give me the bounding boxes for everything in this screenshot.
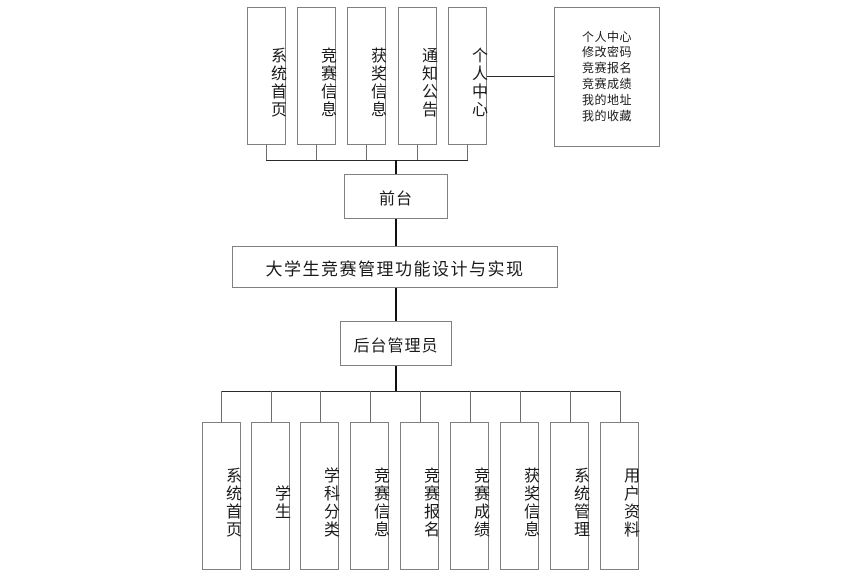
backend-leaf-box-2[interactable]: 学生 — [251, 422, 291, 570]
connector-stub-backend-1 — [221, 391, 222, 422]
backend-leaf-box-3[interactable]: 学科分类 — [300, 422, 340, 570]
backend-leaf-label-6: 竞赛成绩 — [471, 467, 490, 539]
backend-leaf-label-1: 系统首页 — [223, 467, 242, 539]
connector-stub-backend-8 — [570, 391, 571, 422]
connector-stub-backend-3 — [320, 391, 321, 422]
connector-stub-backend-6 — [470, 391, 471, 422]
connector-stub-frontend-5 — [467, 145, 468, 160]
frontend-leaf-label-1: 系统首页 — [268, 47, 287, 119]
backend-leaf-label-2: 学生 — [272, 485, 291, 521]
frontend-node-box[interactable]: 前台 — [344, 174, 448, 219]
frontend-leaf-box-3[interactable]: 获奖信息 — [347, 7, 387, 145]
detail-line-5: 我的地址 — [581, 92, 632, 107]
frontend-leaf-box-4[interactable]: 通知公告 — [398, 7, 438, 145]
frontend-leaf-box-2[interactable]: 竞赛信息 — [297, 7, 337, 145]
connector-root-to-backend — [395, 288, 397, 321]
connector-frontend-to-root — [395, 219, 397, 246]
backend-leaf-label-5: 竞赛报名 — [421, 467, 440, 539]
root-title-label: 大学生竞赛管理功能设计与实现 — [265, 259, 525, 280]
connector-bus-frontend-to-node — [395, 160, 397, 175]
connector-stub-backend-7 — [520, 391, 521, 422]
detail-line-6: 我的收藏 — [581, 108, 632, 123]
backend-leaf-box-7[interactable]: 获奖信息 — [500, 422, 540, 570]
backend-leaf-label-8: 系统管理 — [571, 467, 590, 539]
detail-line-3: 竞赛报名 — [581, 61, 632, 76]
connector-bus-frontend — [266, 160, 468, 161]
connector-personal-center-to-detail — [487, 76, 554, 77]
root-title-box[interactable]: 大学生竞赛管理功能设计与实现 — [232, 246, 558, 288]
backend-leaf-label-9: 用户资料 — [621, 467, 640, 539]
backend-node-label: 后台管理员 — [353, 335, 439, 355]
frontend-leaf-label-5: 个人中心 — [469, 47, 488, 119]
connector-stub-backend-4 — [370, 391, 371, 422]
backend-leaf-box-5[interactable]: 竞赛报名 — [400, 422, 440, 570]
connector-stub-backend-5 — [420, 391, 421, 422]
backend-leaf-label-3: 学科分类 — [321, 467, 340, 539]
connector-stub-frontend-2 — [316, 145, 317, 160]
detail-line-4: 竞赛成绩 — [581, 77, 632, 91]
backend-leaf-box-1[interactable]: 系统首页 — [202, 422, 242, 570]
backend-leaf-label-7: 获奖信息 — [521, 467, 540, 539]
frontend-leaf-box-1[interactable]: 系统首页 — [247, 7, 287, 145]
connector-stub-backend-9 — [620, 391, 621, 422]
connector-bus-backend — [221, 391, 621, 392]
frontend-node-label: 前台 — [378, 188, 413, 208]
frontend-leaf-label-2: 竞赛信息 — [318, 47, 337, 119]
backend-leaf-box-4[interactable]: 竞赛信息 — [350, 422, 390, 570]
backend-leaf-label-4: 竞赛信息 — [371, 467, 390, 539]
frontend-leaf-label-3: 获奖信息 — [368, 47, 387, 119]
frontend-leaf-label-4: 通知公告 — [419, 47, 438, 119]
backend-leaf-box-9[interactable]: 用户资料 — [600, 422, 640, 570]
detail-line-2: 修改密码 — [581, 45, 632, 60]
connector-stub-frontend-3 — [366, 145, 367, 160]
connector-stub-backend-2 — [271, 391, 272, 422]
backend-leaf-box-8[interactable]: 系统管理 — [550, 422, 590, 570]
detail-line-1: 个人中心 — [581, 29, 632, 44]
backend-node-box[interactable]: 后台管理员 — [340, 321, 452, 366]
backend-leaf-box-6[interactable]: 竞赛成绩 — [450, 422, 490, 570]
personal-center-detail-box[interactable]: 个人中心 修改密码 竞赛报名 竞赛成绩 我的地址 我的收藏 — [554, 7, 660, 147]
connector-backend-to-bus — [395, 366, 397, 391]
connector-stub-frontend-4 — [417, 145, 418, 160]
frontend-leaf-box-5[interactable]: 个人中心 — [448, 7, 488, 145]
connector-stub-frontend-1 — [266, 145, 267, 160]
